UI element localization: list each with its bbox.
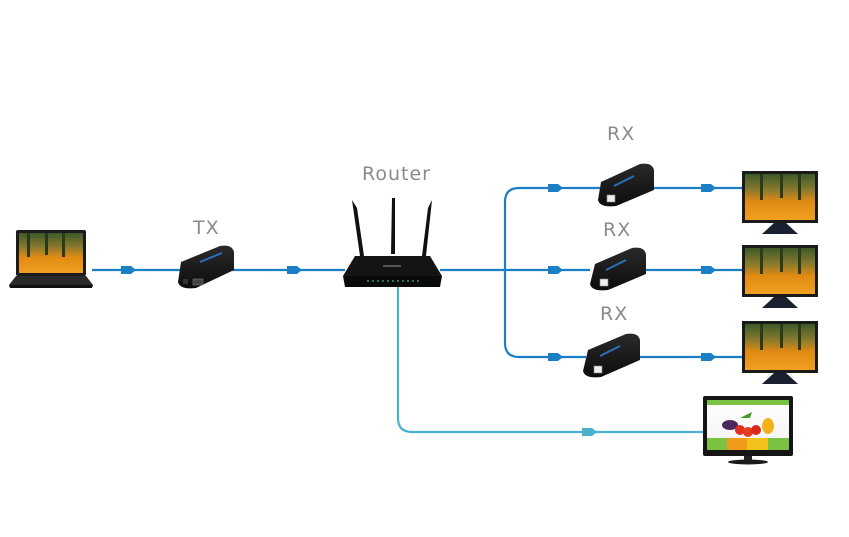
rx-device-2-icon bbox=[590, 247, 646, 291]
laptop-icon bbox=[9, 230, 93, 288]
edge-router-rx1 bbox=[503, 186, 600, 270]
arrow-icon bbox=[287, 266, 302, 274]
edge-router-pc-monitor bbox=[396, 285, 704, 434]
arrow-icon bbox=[548, 266, 563, 274]
rx-device-1-icon bbox=[598, 163, 654, 207]
tx-label: TX bbox=[193, 217, 220, 239]
edge-router-rx3 bbox=[503, 270, 586, 359]
router-icon bbox=[343, 198, 442, 287]
arrow-icon bbox=[121, 266, 136, 274]
rx-1-label: RX bbox=[607, 123, 636, 145]
rx-2-label: RX bbox=[603, 219, 632, 241]
rx-device-3-icon bbox=[583, 333, 640, 378]
monitor-2-icon bbox=[742, 245, 818, 308]
tx-device-icon bbox=[178, 245, 234, 289]
arrow-icon bbox=[548, 353, 563, 361]
arrow-icon bbox=[701, 353, 716, 361]
router-label: Router bbox=[362, 163, 431, 185]
arrow-icon bbox=[548, 184, 563, 192]
monitor-3-icon bbox=[742, 321, 818, 384]
arrow-icon bbox=[582, 428, 597, 436]
arrow-icon bbox=[701, 184, 716, 192]
arrow-icon bbox=[701, 266, 716, 274]
pc-monitor-icon bbox=[703, 396, 793, 465]
rx-3-label: RX bbox=[600, 303, 629, 325]
monitor-1-icon bbox=[742, 171, 818, 234]
